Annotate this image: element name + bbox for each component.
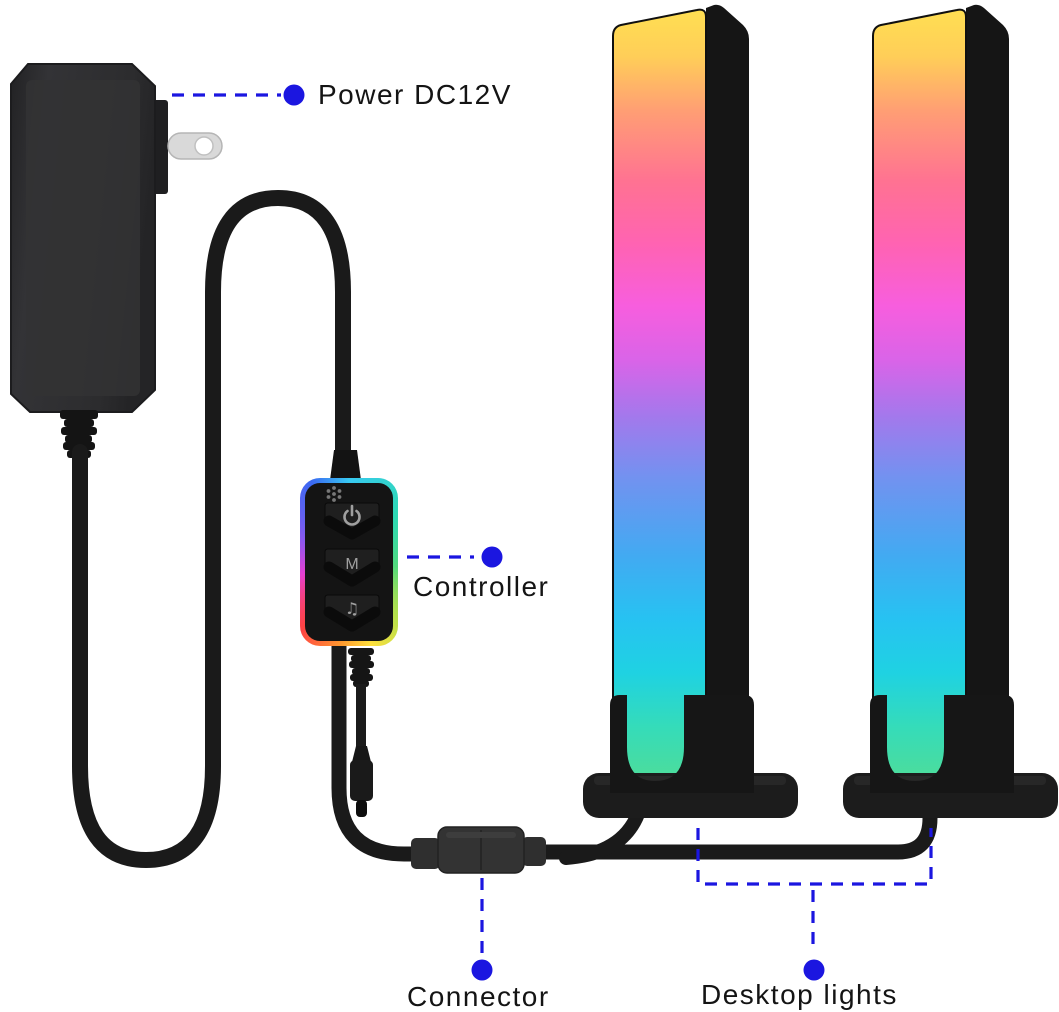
connector-dot (471, 959, 493, 981)
plug-strain-relief (348, 648, 374, 687)
annotation-leaders (172, 93, 933, 953)
left-light-bar (612, 4, 749, 791)
plug-barrel (350, 760, 373, 801)
adapter-prong-hole (194, 136, 214, 156)
left-bar-side-panel (706, 4, 749, 791)
right-bar-front-face (872, 8, 967, 791)
left-stand-holder (610, 695, 754, 793)
mode-button-label: M (345, 556, 358, 573)
controller-device: M ♫ (300, 478, 398, 646)
button-chevrons (323, 515, 381, 632)
controller-label: Controller (413, 571, 550, 602)
controller-to-connector-cable (331, 638, 438, 862)
plug-boot (352, 746, 371, 762)
controller-dot (481, 546, 503, 568)
annotation-dots (283, 84, 825, 981)
connector-label: Connector (407, 981, 550, 1012)
right-stand (843, 695, 1058, 818)
right-bar-side-panel (966, 4, 1009, 791)
controller-dc-plug (348, 648, 374, 817)
power-adapter (10, 63, 223, 458)
connector (411, 826, 546, 874)
power-label: Power DC12V (318, 79, 512, 110)
controller-inlet-plug (330, 450, 361, 480)
desktop-lights-bracket (696, 828, 933, 886)
plug-wire (356, 684, 366, 750)
music-note-icon: ♫ (345, 599, 359, 618)
adapter-to-controller-cable (72, 189, 351, 869)
adapter-face (26, 80, 140, 396)
left-bar-front-face (612, 8, 707, 791)
left-stand (583, 695, 798, 818)
controller-face: M ♫ (323, 486, 381, 632)
right-stand-holder (870, 695, 1014, 793)
right-light-bar (872, 4, 1009, 791)
power-dot (283, 84, 305, 106)
controller-body: M ♫ (305, 483, 393, 641)
power-icon (343, 504, 361, 526)
speaker-grille-icon (326, 486, 342, 502)
desktop-lights-label: Desktop lights (701, 979, 898, 1010)
desktop-lights-dot (803, 959, 825, 981)
plug-tip (356, 800, 367, 817)
connector-left-step (411, 838, 440, 869)
connector-highlight (446, 832, 516, 838)
connector-to-lights-cable (532, 796, 938, 860)
connector-right-step (522, 837, 546, 866)
